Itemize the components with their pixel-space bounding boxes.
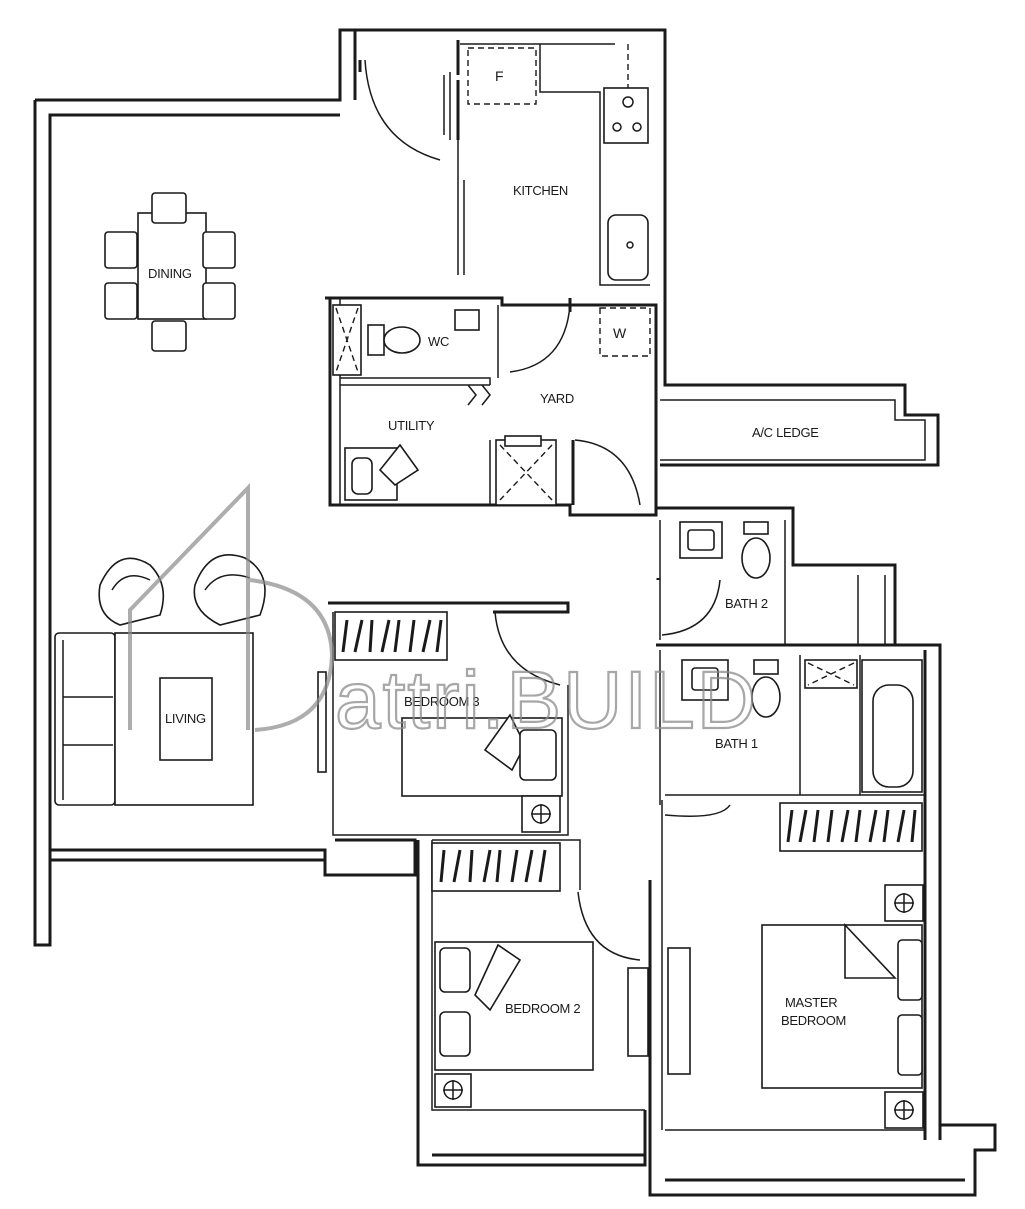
watermark-text: attri.BUILD [335, 655, 758, 746]
dining-table [137, 212, 207, 320]
yard-door-swing [574, 439, 641, 506]
bedroom2-label: BEDROOM 2 [505, 1001, 580, 1016]
outer-walls [33, 28, 997, 1197]
bath2-toilet-icon [743, 521, 769, 535]
bedroom2-door-swing [577, 891, 641, 961]
bedroom-3: BEDROOM 3 [328, 601, 570, 836]
living-area: LIVING [54, 554, 327, 806]
toilet-icon [367, 324, 385, 356]
coffee-table [159, 677, 213, 761]
ac-ledge: A/C LEDGE [660, 399, 926, 461]
bath1-toilet-icon [753, 659, 779, 675]
armchair-icon [98, 557, 165, 626]
kitchen: F KITCHEN [358, 40, 650, 286]
hob-icon [603, 87, 649, 144]
bath2-door-swing [661, 579, 721, 636]
dining-chair [151, 192, 187, 224]
dining-chair [202, 231, 236, 269]
utility-label: UTILITY [388, 418, 435, 433]
tv-console [667, 947, 691, 1075]
bath-2: BATH 2 [656, 506, 897, 645]
bed-icon [761, 924, 923, 1089]
bath2-label: BATH 2 [725, 596, 768, 611]
bedroom-2: BEDROOM 2 [431, 839, 649, 1111]
master-label-line2: BEDROOM [781, 1013, 846, 1028]
bath-1: BATH 1 [656, 643, 942, 805]
dining-label: DINING [148, 266, 192, 281]
bath1-label: BATH 1 [715, 736, 758, 751]
yard-door-swing [509, 304, 571, 373]
master-label-line1: MASTER [785, 995, 837, 1010]
wc-basin-icon [454, 309, 480, 331]
dining-set: DINING [104, 192, 236, 352]
fridge-label: F [495, 68, 504, 84]
dining-chair [104, 231, 138, 269]
entrance-door-swing [364, 59, 441, 161]
wardrobe [334, 611, 448, 661]
dining-chair [104, 282, 138, 320]
dining-chair [151, 320, 187, 352]
bedroom3-label: BEDROOM 3 [404, 694, 479, 709]
service-area: WC UTILITY YARD W [325, 296, 658, 517]
sofa-icon [54, 632, 116, 806]
dining-chair [202, 282, 236, 320]
fridge-icon [467, 47, 537, 105]
kitchen-label: KITCHEN [513, 183, 568, 198]
bedroom3-door-swing [494, 611, 561, 686]
wc-label: WC [428, 334, 449, 349]
watermark: attri.BUILD [128, 483, 758, 747]
master-bedroom: MASTER BEDROOM [648, 800, 925, 1131]
tv-console [317, 671, 327, 773]
watermark-logo-icon [128, 483, 335, 732]
washer-label: W [613, 325, 627, 341]
tv-console [627, 967, 649, 1057]
washer-icon [599, 307, 651, 357]
ac-ledge-label: A/C LEDGE [752, 425, 819, 440]
yard-shower-icon [495, 439, 557, 506]
master-door-swing [664, 804, 731, 817]
yard-label: YARD [540, 391, 574, 406]
wardrobe [431, 842, 561, 892]
living-label: LIVING [165, 711, 206, 726]
